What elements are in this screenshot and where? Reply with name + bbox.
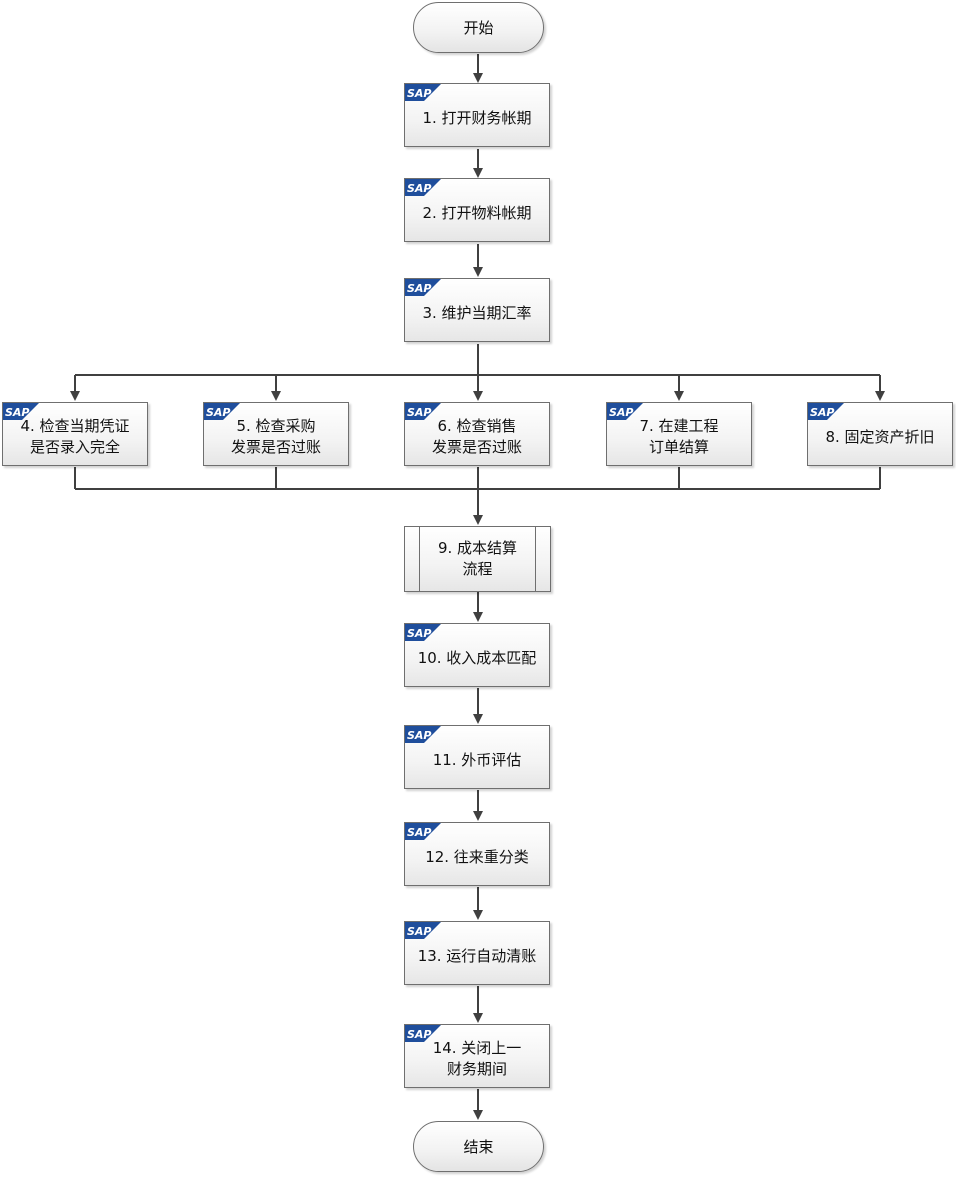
step-1-label: 1. 打开财务帐期 — [422, 108, 532, 127]
svg-text:SAP: SAP — [609, 406, 634, 419]
sap-logo-icon: SAP — [405, 726, 441, 743]
svg-text:SAP: SAP — [407, 729, 432, 742]
end-node: 结束 — [413, 1121, 544, 1172]
sap-logo-icon: SAP — [405, 179, 441, 196]
subprocess-left-bar — [419, 527, 420, 591]
sap-logo-icon: SAP — [405, 84, 441, 101]
svg-text:SAP: SAP — [407, 282, 432, 295]
step-10-label: 10. 收入成本匹配 — [417, 648, 537, 667]
svg-text:SAP: SAP — [810, 406, 835, 419]
step-8-box: SAP 8. 固定资产折旧 — [807, 402, 953, 466]
sap-logo-icon: SAP — [3, 403, 39, 420]
sap-logo-icon: SAP — [405, 922, 441, 939]
step-7-box: SAP 7. 在建工程 订单结算 — [606, 402, 752, 466]
step-5-box: SAP 5. 检查采购 发票是否过账 — [203, 402, 349, 466]
step-3-box: SAP 3. 维护当期汇率 — [404, 278, 550, 342]
step-11-label: 11. 外币评估 — [432, 750, 522, 769]
step-14-label: 14. 关闭上一 财务期间 — [432, 1039, 522, 1078]
step-13-label: 13. 运行自动清账 — [417, 946, 537, 965]
svg-text:SAP: SAP — [407, 182, 432, 195]
step-9-subprocess-box: 9. 成本结算 流程 — [404, 526, 551, 592]
step-5-label: 5. 检查采购 发票是否过账 — [230, 417, 321, 456]
step-8-label: 8. 固定资产折旧 — [825, 427, 935, 446]
step-4-box: SAP 4. 检查当期凭证 是否录入完全 — [2, 402, 148, 466]
start-node: 开始 — [413, 2, 544, 53]
sap-logo-icon: SAP — [808, 403, 844, 420]
end-label: 结束 — [463, 1138, 494, 1156]
svg-text:SAP: SAP — [407, 406, 432, 419]
sap-logo-icon: SAP — [607, 403, 643, 420]
step-1-box: SAP 1. 打开财务帐期 — [404, 83, 550, 147]
step-12-box: SAP 12. 往来重分类 — [404, 822, 550, 886]
step-14-box: SAP 14. 关闭上一 财务期间 — [404, 1024, 550, 1088]
sap-logo-icon: SAP — [405, 624, 441, 641]
step-6-box: SAP 6. 检查销售 发票是否过账 — [404, 402, 550, 466]
step-12-label: 12. 往来重分类 — [425, 847, 529, 866]
svg-text:SAP: SAP — [407, 87, 432, 100]
sap-logo-icon: SAP — [405, 1025, 441, 1042]
sap-logo-icon: SAP — [405, 403, 441, 420]
step-2-label: 2. 打开物料帐期 — [422, 203, 532, 222]
step-11-box: SAP 11. 外币评估 — [404, 725, 550, 789]
step-2-box: SAP 2. 打开物料帐期 — [404, 178, 550, 242]
svg-text:SAP: SAP — [407, 627, 432, 640]
start-label: 开始 — [463, 19, 494, 37]
step-7-label: 7. 在建工程 订单结算 — [639, 417, 719, 456]
step-10-box: SAP 10. 收入成本匹配 — [404, 623, 550, 687]
subprocess-right-bar — [535, 527, 536, 591]
svg-text:SAP: SAP — [407, 1028, 432, 1041]
svg-text:SAP: SAP — [407, 826, 432, 839]
step-3-label: 3. 维护当期汇率 — [422, 303, 532, 322]
svg-text:SAP: SAP — [5, 406, 30, 419]
step-6-label: 6. 检查销售 发票是否过账 — [431, 417, 522, 456]
step-9-label: 9. 成本结算 流程 — [437, 539, 518, 578]
svg-text:SAP: SAP — [407, 925, 432, 938]
step-13-box: SAP 13. 运行自动清账 — [404, 921, 550, 985]
sap-logo-icon: SAP — [405, 823, 441, 840]
sap-logo-icon: SAP — [204, 403, 240, 420]
svg-text:SAP: SAP — [206, 406, 231, 419]
sap-logo-icon: SAP — [405, 279, 441, 296]
step-4-label: 4. 检查当期凭证 是否录入完全 — [20, 417, 130, 456]
